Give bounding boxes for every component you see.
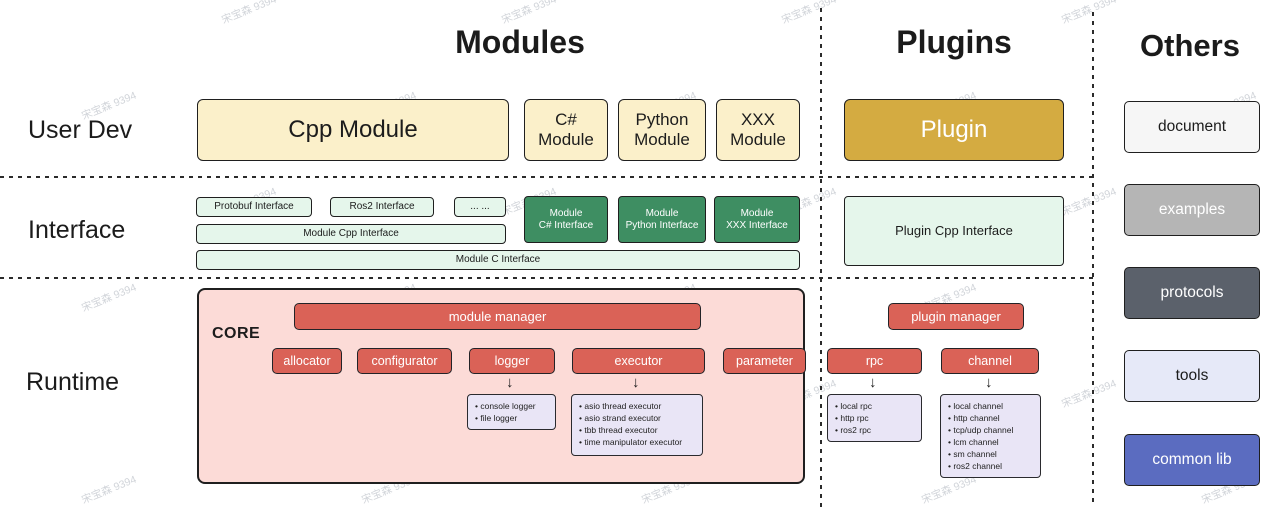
others-item-document: document xyxy=(1124,101,1260,153)
allocator-box: allocator xyxy=(272,348,342,374)
module-c-interface-box: Module C Interface xyxy=(196,250,800,270)
python-module-box: Python Module xyxy=(618,99,706,161)
row-label-user-dev: User Dev xyxy=(28,116,133,144)
module-cpp-interface-box: Module Cpp Interface xyxy=(196,224,506,244)
divider-plugins-others xyxy=(1092,12,1094,506)
others-item-examples: examples xyxy=(1124,184,1260,236)
module-csharp-interface-box: Module C# Interface xyxy=(524,196,608,243)
header-others: Others xyxy=(1140,28,1240,63)
header-modules: Modules xyxy=(455,24,585,60)
others-item-tools: tools xyxy=(1124,350,1260,402)
ellipsis-interface-box: ... ... xyxy=(454,197,506,217)
logger-box: logger xyxy=(469,348,555,374)
divider-userdev-interface xyxy=(0,176,1093,178)
row-label-runtime: Runtime xyxy=(26,368,120,396)
protobuf-interface-box: Protobuf Interface xyxy=(196,197,312,217)
executor-box: executor xyxy=(572,348,705,374)
channel-detail-list: • local channel• http channel• tcp/udp c… xyxy=(940,394,1041,478)
parameter-box: parameter xyxy=(723,348,806,374)
rpc-arrow-down-icon: ↓ xyxy=(869,374,877,391)
others-item-protocols: protocols xyxy=(1124,267,1260,319)
configurator-box: configurator xyxy=(357,348,452,374)
logger-arrow-down-icon: ↓ xyxy=(506,374,514,391)
ros2-interface-box: Ros2 Interface xyxy=(330,197,434,217)
module-manager-bar: module manager xyxy=(294,303,701,330)
channel-box: channel xyxy=(941,348,1039,374)
channel-arrow-down-icon: ↓ xyxy=(985,374,993,391)
divider-modules-plugins xyxy=(820,8,822,511)
executor-arrow-down-icon: ↓ xyxy=(632,374,640,391)
module-xxx-interface-box: Module XXX Interface xyxy=(714,196,800,243)
row-label-interface: Interface xyxy=(28,216,126,244)
rpc-detail-list: • local rpc• http rpc• ros2 rpc xyxy=(827,394,922,442)
plugin-manager-bar: plugin manager xyxy=(888,303,1024,330)
module-python-interface-box: Module Python Interface xyxy=(618,196,706,243)
logger-detail-list: • console logger• file logger xyxy=(467,394,556,430)
divider-interface-runtime xyxy=(0,277,1093,279)
executor-detail-list: • asio thread executor• asio strand exec… xyxy=(571,394,703,456)
core-label: CORE xyxy=(212,325,261,342)
rpc-box: rpc xyxy=(827,348,922,374)
others-item-common-lib: common lib xyxy=(1124,434,1260,486)
header-plugins: Plugins xyxy=(896,24,1012,60)
plugin-box: Plugin xyxy=(844,99,1064,161)
cpp-module-box: Cpp Module xyxy=(197,99,509,161)
plugin-cpp-interface-box: Plugin Cpp Interface xyxy=(844,196,1064,266)
xxx-module-box: XXX Module xyxy=(716,99,800,161)
csharp-module-box: C# Module xyxy=(524,99,608,161)
